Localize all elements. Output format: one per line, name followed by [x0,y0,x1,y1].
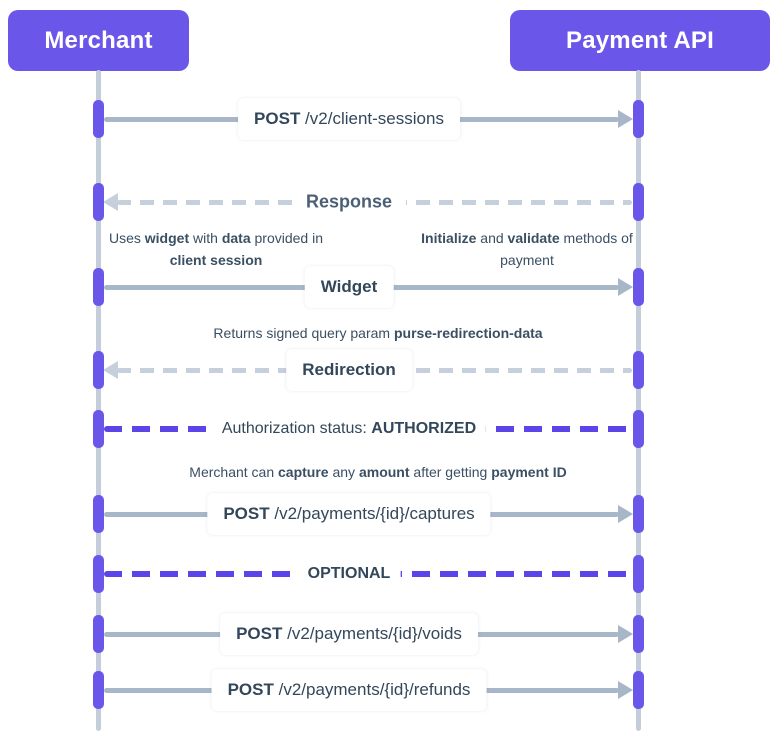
activation-bar [632,100,644,138]
activation-bar [632,615,644,653]
http-method: POST [236,624,283,643]
actor-payment-api-label: Payment API [565,26,715,54]
note-segment: amount [358,464,410,480]
activation-bar [92,351,104,389]
note-segment: methods of payment [500,230,633,268]
note-segment: widget [144,230,190,246]
note-segment: after getting [409,464,492,480]
arrowhead-right-icon [618,110,633,128]
endpoint-path: /v2/payments/{id}/voids [282,624,462,643]
note-segment: client session [169,252,263,268]
arrowhead-right-icon [618,505,633,523]
message-label-captures: POST /v2/payments/{id}/captures [207,493,491,535]
activation-bar [632,671,644,709]
arrowhead-left-icon [103,361,118,379]
note-segment: validate [507,230,560,246]
activation-bar [92,268,104,306]
note-segment: Merchant can [189,464,279,480]
note-merchant-widget: Uses widget with data provided in client… [98,227,334,271]
divider-label-authorization: Authorization status: AUTHORIZED [211,418,487,440]
activation-bar [92,410,104,448]
arrowhead-right-icon [618,278,633,296]
message-label-redirection: Redirection [286,349,412,391]
http-method: POST [223,504,270,523]
divider-label-optional: OPTIONAL [297,563,401,585]
activation-bar [92,183,104,221]
note-segment: Initialize [421,230,477,246]
activation-bar [92,671,104,709]
arrowhead-right-icon [618,625,633,643]
note-segment: with [189,230,222,246]
activation-bar [632,268,644,306]
arrowhead-left-icon [103,193,118,211]
activation-bar [632,183,644,221]
note-segment: provided in [250,230,323,246]
http-method: POST [227,680,274,699]
note-segment: any [328,464,359,480]
activation-bar [632,410,644,448]
lifeline-payment-api [635,70,641,731]
endpoint-path: /v2/payments/{id}/captures [269,504,475,523]
message-label-widget: Widget [304,266,394,308]
message-label-client-sessions: POST /v2/client-sessions [238,98,460,140]
note-segment: purse-redirection-data [393,325,543,341]
note-segment: and [476,230,508,246]
message-label-response: Response [291,189,407,215]
note-segment: Uses [108,230,145,246]
arrowhead-right-icon [618,681,633,699]
note-segment: data [221,230,251,246]
note-segment: payment ID [491,464,567,480]
note-api-initialize: Initialize and validate methods of payme… [409,227,645,271]
actor-payment-api: Payment API [510,10,770,71]
activation-bar [92,100,104,138]
endpoint-path: /v2/payments/{id}/refunds [273,680,471,699]
lifeline-merchant [95,70,101,731]
note-returns-param: Returns signed query param purse-redirec… [213,322,542,344]
activation-bar [92,495,104,533]
activation-bar [632,495,644,533]
message-label-refunds: POST /v2/payments/{id}/refunds [211,669,487,711]
endpoint-path: /v2/client-sessions [300,109,444,128]
actor-merchant-label: Merchant [44,26,153,54]
activation-bar [92,555,104,593]
activation-bar [632,351,644,389]
activation-bar [92,615,104,653]
activation-bar [632,555,644,593]
actor-merchant: Merchant [8,10,189,71]
divider-prefix: Authorization status: [221,420,372,437]
message-label-voids: POST /v2/payments/{id}/voids [220,613,478,655]
divider-emphasis: AUTHORIZED [371,420,477,437]
http-method: POST [254,109,301,128]
note-segment: Returns signed query param [213,325,394,341]
note-capture-amount: Merchant can capture any amount after ge… [189,461,566,483]
note-segment: capture [278,464,329,480]
